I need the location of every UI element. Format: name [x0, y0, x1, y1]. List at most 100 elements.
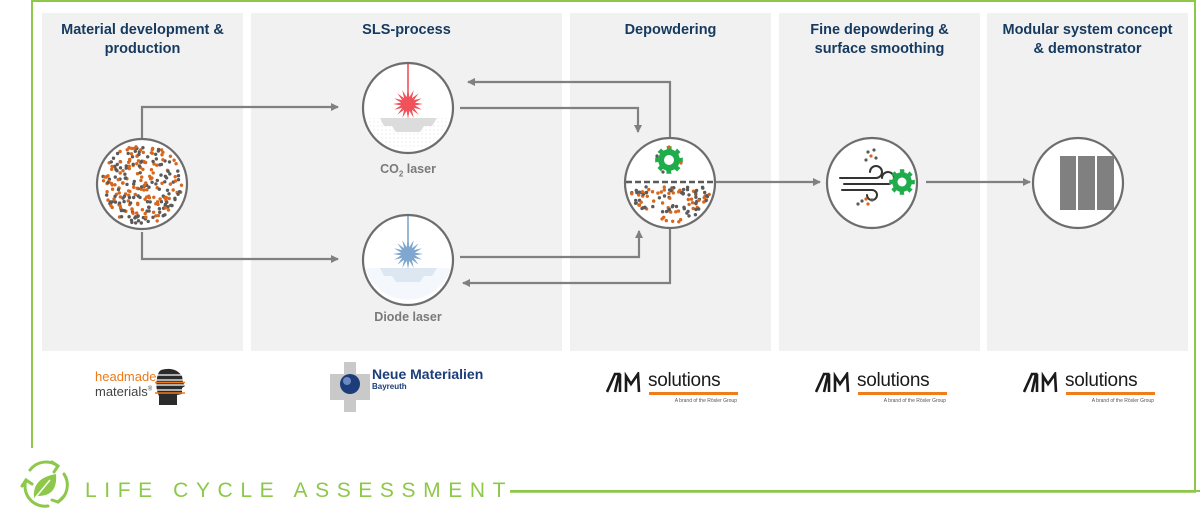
laser-burst	[393, 89, 423, 119]
powder-particle	[108, 200, 113, 204]
powder-particle	[105, 193, 109, 197]
co2-laser-icon	[361, 61, 455, 155]
powder-particle	[116, 178, 121, 182]
logo-text: materials®	[95, 384, 153, 399]
powder-particle	[662, 185, 666, 189]
powder-particle	[118, 195, 123, 199]
powder-particle	[117, 201, 122, 205]
powder-particle	[674, 204, 679, 209]
powder-particle	[158, 197, 162, 201]
powder-particle	[662, 194, 667, 198]
powder-particle	[158, 210, 162, 214]
powder-particle	[147, 194, 151, 198]
powder-particle	[149, 151, 154, 155]
powder-particle	[161, 214, 165, 218]
powder-particle	[674, 210, 678, 214]
arrow-co2-to-depowdering	[460, 106, 642, 133]
powder-particle	[651, 204, 655, 209]
powder-particle	[156, 149, 161, 153]
powder-particle	[633, 201, 638, 205]
logo-text: A brand of the Rösler Group	[674, 398, 737, 404]
powder-particle	[154, 202, 158, 206]
powder-particles-icon	[95, 137, 189, 231]
powder-particle	[118, 149, 122, 154]
powder-particle	[679, 161, 683, 165]
powder-particle	[140, 185, 144, 189]
powder-particle	[140, 175, 144, 179]
powder-particle	[660, 210, 665, 214]
logo-underline	[1143, 392, 1155, 395]
powder-particle	[134, 145, 138, 149]
powder-particle	[155, 178, 159, 183]
powder-particle	[150, 147, 154, 152]
powder-particle	[664, 209, 669, 214]
panel-title-line2: & demonstrator	[1033, 41, 1142, 57]
powder-particle	[639, 200, 643, 204]
powder-particle	[687, 193, 691, 197]
powder-particle	[141, 150, 145, 155]
powder-particle	[147, 205, 151, 209]
panel-title-line1: Material development &	[61, 22, 224, 38]
powder-particle	[176, 192, 180, 196]
panel-title-line2: production	[104, 41, 181, 57]
powder-particle	[668, 196, 672, 200]
powder-particle	[118, 166, 123, 170]
powder-particle	[659, 190, 663, 194]
powder-particle	[159, 162, 164, 167]
air-blast-gear-icon	[825, 136, 919, 230]
powder-particle	[141, 215, 146, 220]
powder-particle	[864, 197, 868, 201]
powder-particle	[169, 203, 173, 207]
powder-particle	[694, 201, 698, 205]
powder-particle	[155, 163, 159, 167]
powder-particle	[132, 195, 136, 200]
powder-particle	[705, 194, 709, 198]
powder-particle	[151, 210, 156, 214]
powder-particle	[113, 200, 118, 204]
powder-particle	[176, 169, 180, 173]
powder-particle	[168, 182, 173, 186]
powder-particle	[109, 204, 113, 208]
powder-particle	[168, 154, 173, 158]
powder-particle	[138, 171, 142, 175]
powder-particle	[145, 200, 150, 204]
powder-particle	[657, 196, 662, 200]
powder-particle	[163, 206, 168, 210]
powder-particle	[165, 188, 170, 192]
powder-particle	[176, 174, 181, 178]
powder-particle	[136, 219, 141, 223]
powder-particle	[126, 199, 130, 203]
powder-particle	[116, 187, 121, 192]
powder-particle	[637, 193, 641, 197]
powder-particle	[115, 162, 120, 167]
powder-particle	[167, 160, 172, 164]
powder-particle	[667, 188, 672, 192]
powder-particle	[132, 182, 136, 186]
panel-title: Fine depowdering & surface smoothing	[779, 21, 980, 59]
powder-particle	[702, 200, 706, 204]
powder-particle	[694, 195, 698, 199]
powder-particle	[128, 201, 133, 205]
powder-particle	[101, 179, 106, 183]
diode-laser-icon	[361, 213, 455, 307]
panel-material-development: Material development & production	[42, 13, 243, 351]
neue-materialien-bayreuth-logo: Neue Materialien Bayreuth	[330, 362, 500, 412]
powder-particle	[661, 170, 665, 174]
powder-particle	[125, 148, 129, 152]
logo-text: Bayreuth	[372, 382, 407, 391]
powder-particle	[140, 208, 145, 212]
powder-particle	[123, 172, 127, 176]
panel-title: Material development & production	[42, 21, 243, 59]
logo-text: solutions	[648, 370, 721, 391]
powder-particle	[127, 166, 131, 171]
panel-title-line1: Depowdering	[624, 22, 717, 38]
am-solutions-logo: solutions A brand of the Rösler Group	[815, 370, 947, 408]
powder-particle	[146, 219, 150, 224]
powder-particle	[669, 210, 673, 214]
powder-particle	[702, 196, 706, 200]
powder-particle	[687, 214, 691, 218]
powder-particle	[860, 199, 864, 203]
powder-particle	[856, 202, 860, 206]
powder-particle	[119, 215, 124, 219]
powder-particle	[160, 181, 164, 185]
